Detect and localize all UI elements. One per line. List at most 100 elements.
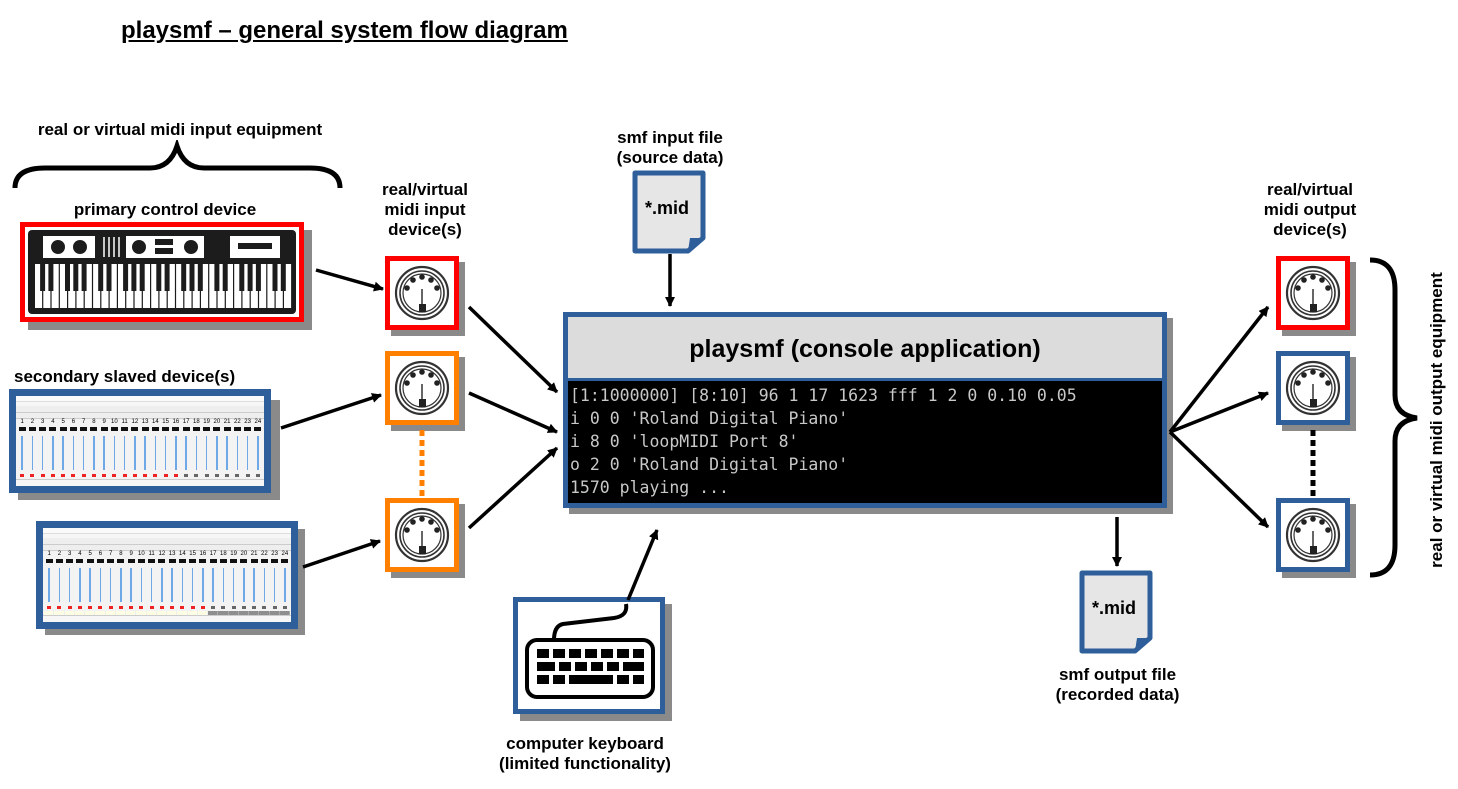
channel-fader[interactable]	[222, 568, 225, 602]
channel-fader[interactable]	[134, 436, 136, 470]
channel-pad[interactable]	[177, 611, 188, 618]
channel-fader[interactable]	[93, 436, 95, 470]
channel-pad[interactable]	[249, 611, 260, 618]
channel-pad[interactable]	[44, 611, 55, 618]
mixer-channel[interactable]: 5	[85, 551, 96, 619]
channel-fader[interactable]	[82, 436, 85, 470]
channel-fader[interactable]	[253, 568, 255, 602]
channel-fader[interactable]	[226, 436, 228, 470]
channel-fader[interactable]	[273, 568, 276, 602]
mixer-channel[interactable]: 4	[74, 551, 85, 619]
channel-pad[interactable]	[218, 611, 229, 618]
channel-fader[interactable]	[161, 568, 163, 602]
channel-fader[interactable]	[246, 436, 249, 470]
channel-fader[interactable]	[150, 568, 153, 602]
input-midi-file[interactable]: *.mid	[632, 170, 706, 254]
channel-fader[interactable]	[164, 436, 167, 470]
channel-fader[interactable]	[62, 436, 64, 470]
channel-pad[interactable]	[167, 611, 178, 618]
channel-fader[interactable]	[48, 568, 50, 602]
mixer-channel[interactable]: 7	[105, 551, 116, 619]
channel-fader[interactable]	[58, 568, 61, 602]
mixer-channel[interactable]: 10	[136, 551, 147, 619]
channel-fader[interactable]	[89, 568, 91, 602]
channel-pad[interactable]	[146, 611, 157, 618]
midi-input-port-1[interactable]	[385, 256, 459, 330]
channel-pad[interactable]	[279, 611, 290, 618]
channel-pad[interactable]	[269, 611, 280, 618]
midi-output-port-n[interactable]	[1276, 498, 1350, 572]
midi-output-port-2[interactable]	[1276, 351, 1350, 425]
channel-pad[interactable]	[115, 611, 126, 618]
channel-pad[interactable]	[74, 611, 85, 618]
channel-fader[interactable]	[212, 568, 214, 602]
channel-pad[interactable]	[85, 611, 96, 618]
channel-fader[interactable]	[185, 436, 187, 470]
mixer-channel[interactable]: 14	[177, 551, 188, 619]
channel-pad[interactable]	[197, 611, 208, 618]
channel-pad[interactable]	[105, 611, 116, 618]
channel-pad[interactable]	[126, 611, 137, 618]
channel-fader[interactable]	[263, 568, 266, 602]
channel-fader[interactable]	[109, 568, 112, 602]
mixer-channel[interactable]: 1	[44, 551, 55, 619]
channel-pad[interactable]	[95, 611, 106, 618]
channel-fader[interactable]	[171, 568, 173, 602]
channel-fader[interactable]	[205, 436, 208, 470]
primary-control-device[interactable]	[20, 222, 304, 322]
mixer-channel[interactable]: 13	[167, 551, 178, 619]
channel-fader[interactable]	[31, 436, 34, 470]
mixer-channel[interactable]: 20	[238, 551, 249, 619]
channel-fader[interactable]	[257, 436, 259, 470]
channel-pad[interactable]	[208, 611, 219, 618]
channel-fader[interactable]	[243, 568, 245, 602]
mixer-channel[interactable]: 3	[64, 551, 75, 619]
channel-pad[interactable]	[54, 611, 65, 618]
channel-pad[interactable]	[156, 611, 167, 618]
mixer-channel[interactable]: 8	[115, 551, 126, 619]
mixer-channel[interactable]: 6	[95, 551, 106, 619]
channel-fader[interactable]	[195, 436, 198, 470]
midi-input-port-n[interactable]	[385, 498, 459, 572]
computer-keyboard[interactable]	[513, 597, 665, 714]
mixer-channel[interactable]: 18	[218, 551, 229, 619]
channel-fader[interactable]	[284, 568, 286, 602]
mixer-channel[interactable]: 23	[269, 551, 280, 619]
mixer-channel[interactable]: 16	[197, 551, 208, 619]
channel-fader[interactable]	[236, 436, 239, 470]
mixer-channel[interactable]: 24	[279, 551, 290, 619]
output-midi-file[interactable]: *.mid	[1079, 570, 1153, 654]
channel-fader[interactable]	[120, 568, 122, 602]
channel-fader[interactable]	[175, 436, 177, 470]
mixer-channel[interactable]: 19	[228, 551, 239, 619]
channel-fader[interactable]	[68, 568, 71, 602]
channel-pad[interactable]	[259, 611, 270, 618]
channel-pad[interactable]	[64, 611, 75, 618]
mixer-channel[interactable]: 22	[259, 551, 270, 619]
channel-fader[interactable]	[79, 568, 81, 602]
mixer-channel[interactable]: 12	[156, 551, 167, 619]
channel-pad[interactable]	[238, 611, 249, 618]
channel-fader[interactable]	[140, 568, 143, 602]
channel-fader[interactable]	[144, 436, 146, 470]
channel-pad[interactable]	[136, 611, 147, 618]
mixer-channel[interactable]: 21	[249, 551, 260, 619]
channel-fader[interactable]	[103, 436, 105, 470]
midi-output-port-1[interactable]	[1276, 256, 1350, 330]
channel-fader[interactable]	[41, 436, 44, 470]
channel-fader[interactable]	[123, 436, 126, 470]
channel-fader[interactable]	[191, 568, 194, 602]
channel-pad[interactable]	[187, 611, 198, 618]
channel-fader[interactable]	[202, 568, 204, 602]
mixer-channel[interactable]: 17	[208, 551, 219, 619]
channel-fader[interactable]	[232, 568, 235, 602]
channel-pad[interactable]	[228, 611, 239, 618]
channel-fader[interactable]	[21, 436, 23, 470]
channel-fader[interactable]	[181, 568, 184, 602]
mixer-channel[interactable]: 2	[54, 551, 65, 619]
channel-fader[interactable]	[216, 436, 218, 470]
mixer-channel[interactable]: 9	[126, 551, 137, 619]
mixer-channel[interactable]: 15	[187, 551, 198, 619]
